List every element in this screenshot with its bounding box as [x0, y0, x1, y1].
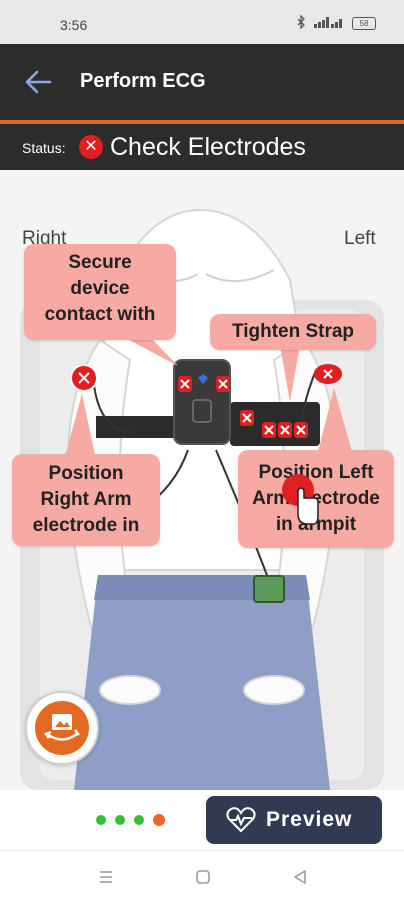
menu-nav-icon[interactable]: [98, 869, 114, 885]
accent-divider: [0, 120, 404, 124]
status-message: Check Electrodes: [110, 133, 306, 161]
body-illustration: [20, 208, 384, 790]
signal-icon: [314, 16, 344, 31]
touch-pointer-icon: [280, 470, 320, 530]
page-dot-current: [153, 814, 165, 826]
callout-secure-device: Secure device contact with: [24, 244, 176, 340]
callout-right-arm: Position Right Arm electrode in: [12, 454, 160, 546]
back-arrow-icon[interactable]: [22, 66, 54, 98]
bluetooth-icon: [296, 14, 306, 32]
right-side-label: Right: [22, 228, 67, 249]
preview-button[interactable]: Preview: [206, 796, 382, 844]
preview-label: Preview: [266, 808, 353, 831]
back-nav-icon[interactable]: [292, 869, 308, 885]
left-side-label: Left: [344, 228, 376, 249]
page-dot-done: [134, 815, 144, 825]
bottom-action-bar: Preview: [0, 790, 404, 850]
error-x-icon: ✕: [79, 135, 103, 159]
heart-pulse-icon: [226, 807, 256, 838]
rotate-view-button[interactable]: [25, 691, 99, 765]
system-status-bar: 3:56 58: [0, 0, 404, 44]
callout-tighten-strap: Tighten Strap: [210, 314, 376, 350]
status-label: Status:: [22, 140, 66, 156]
device-status-bar: Status: ✕ Check Electrodes: [0, 124, 404, 170]
page-title: Perform ECG: [80, 70, 206, 92]
battery-icon: 58: [352, 17, 376, 30]
image-rotate-icon: [35, 701, 89, 755]
system-navigation-bar: [0, 850, 404, 901]
home-nav-icon[interactable]: [195, 869, 211, 885]
electrode-placement-illustration: Right Left Secure device contact with Ti…: [0, 170, 404, 790]
page-dot-done: [96, 815, 106, 825]
page-dot-done: [115, 815, 125, 825]
clock: 3:56: [60, 17, 88, 33]
app-bar: Perform ECG: [0, 44, 404, 120]
